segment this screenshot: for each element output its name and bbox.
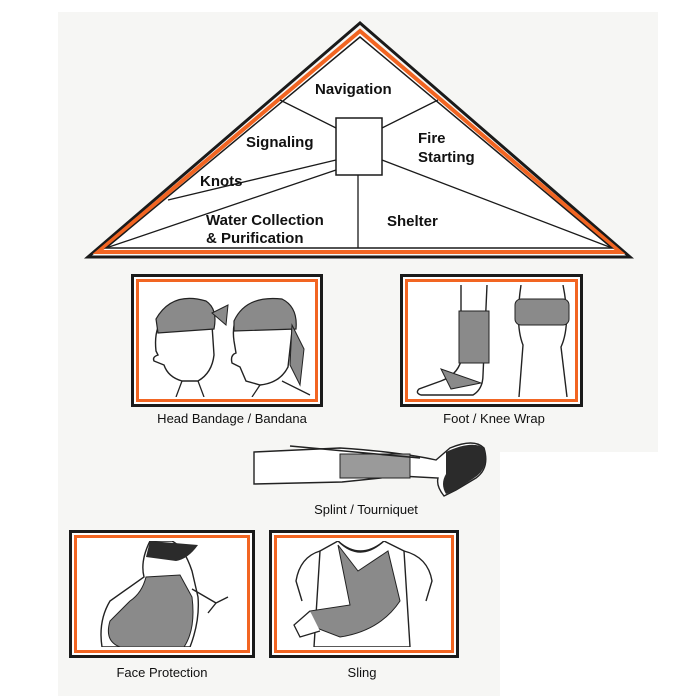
center-box [335,117,383,176]
label-fire-line2: Starting [418,149,475,166]
divider-fire [381,159,613,249]
caption-face-protection: Face Protection [116,665,208,680]
triangle-inner-border [103,36,615,249]
label-knots: Knots [200,173,243,190]
caption-foot-knee: Foot / Knee Wrap [443,411,545,426]
label-water-line1: Water Collection [206,212,324,229]
face-protection-illustration [100,541,229,647]
splint-illustration [253,442,487,497]
label-signaling: Signaling [246,134,314,151]
divider-navigation-right [381,99,439,129]
panel-face-protection [69,530,255,658]
label-water-line2: & Purification [206,230,304,247]
label-shelter: Shelter [387,213,438,230]
label-fire-line1: Fire [418,130,446,147]
panel-sling [269,530,459,658]
caption-splint: Splint / Tourniquet [314,502,418,517]
divider-knots [167,159,337,201]
paper-cutout [500,452,700,700]
head-bandage-illustration [152,297,311,397]
caption-head-bandage: Head Bandage / Bandana [157,411,307,426]
foot-knee-illustration [416,285,570,397]
label-navigation: Navigation [315,81,392,98]
divider-water [105,169,337,249]
panel-foot-knee [400,274,583,407]
sling-illustration [293,541,433,647]
caption-sling: Sling [347,665,377,680]
triangle-outer-border [83,21,635,259]
panel-head-bandage [131,274,323,407]
divider-navigation-left [279,99,337,129]
